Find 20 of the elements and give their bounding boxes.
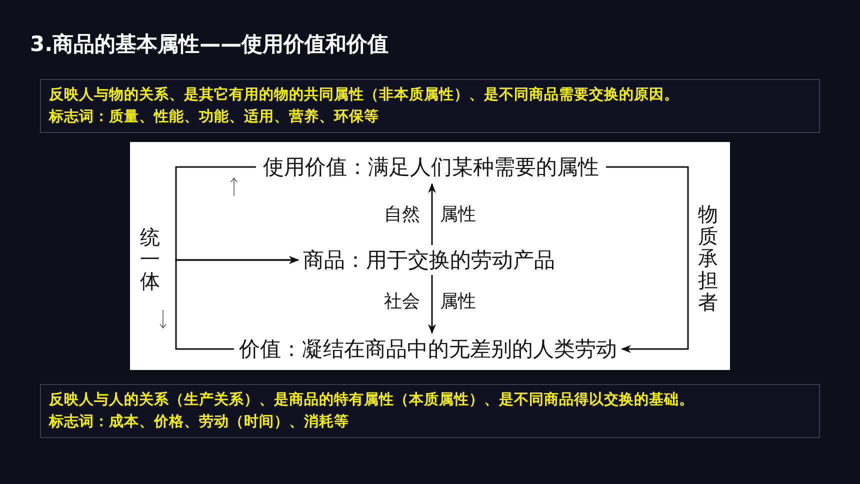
concept-text: 使用价值：满足人们某种需要的属性	[256, 152, 606, 182]
note-text: 标志词：成本、价格、劳动（时间）、消耗等	[49, 412, 350, 432]
concept-text: 商品：用于交换的劳动产品	[298, 245, 560, 275]
note-text: 标志词：质量、性能、功能、适用、营养、环保等	[49, 107, 380, 127]
slide-title: 3.商品的基本属性——使用价值和价值	[30, 31, 389, 58]
arrow	[175, 256, 299, 350]
edge-label: 物质承担者	[698, 203, 718, 313]
note-text: 反映人与物的关系、是其它有用的物的共同属性（非本质属性）、是不同商品需要交换的原因。	[49, 85, 680, 105]
vertical-label: 统一体	[140, 226, 160, 292]
note-box	[40, 384, 820, 438]
arrow-label: 属性	[440, 290, 476, 314]
arrow-label: 自然	[384, 203, 420, 227]
arrow	[606, 166, 689, 353]
arrow-label: 属性	[440, 203, 476, 227]
arrow	[428, 183, 436, 245]
arrow-label: 社会	[384, 290, 420, 314]
arrow	[428, 275, 436, 334]
note-text: 反映人与人的关系（生产关系）、是商品的特有属性（本质属性）、是不同商品得以交换的基础。	[49, 390, 695, 410]
note-box	[40, 79, 820, 133]
concept-text: 价值：凝结在商品中的无差别的人类劳动	[234, 334, 622, 364]
